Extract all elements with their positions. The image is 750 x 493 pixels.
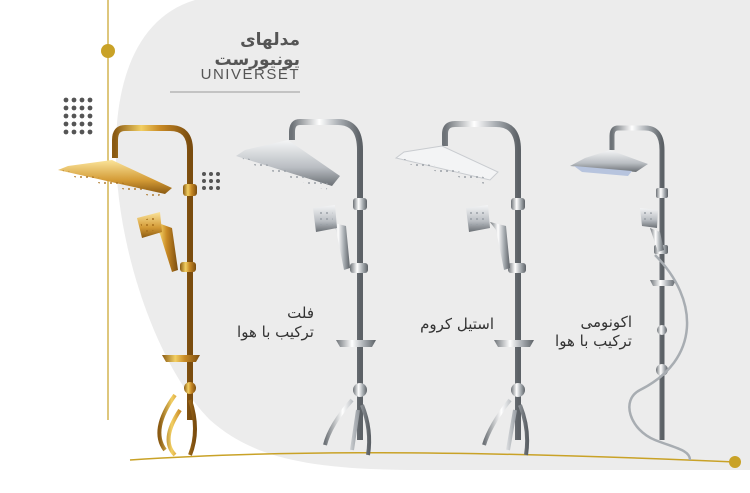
economy-shower-image: [570, 125, 692, 461]
product-label-flat: فلت ترکیب با هوا: [214, 304, 314, 342]
steel-shower-image: [394, 121, 534, 456]
product-label-line: استیل کروم: [420, 315, 494, 333]
product-label-line: ترکیب با هوا: [237, 323, 314, 341]
product-label-steel: استیل کروم: [394, 315, 494, 334]
dot-grid-left: [63, 97, 93, 135]
dot-grid-small: [202, 172, 220, 190]
page-title-persian: مدلهای یونیورست: [214, 30, 300, 70]
gold-bottom-dot: [729, 456, 741, 468]
page-title-english: UNIVERSET: [200, 66, 300, 83]
gray-panel: [115, 0, 750, 470]
gold-bottom-curve: [129, 451, 736, 463]
product-label-economy: اکونومی ترکیب با هوا: [540, 313, 632, 351]
gold-dot: [101, 44, 115, 58]
product-label-line: فلت: [287, 304, 314, 322]
flat-shower-image: [236, 119, 376, 456]
gold-shower-image: [58, 125, 200, 457]
product-label-line: اکونومی: [580, 313, 632, 331]
product-label-line: ترکیب با هوا: [555, 332, 632, 350]
